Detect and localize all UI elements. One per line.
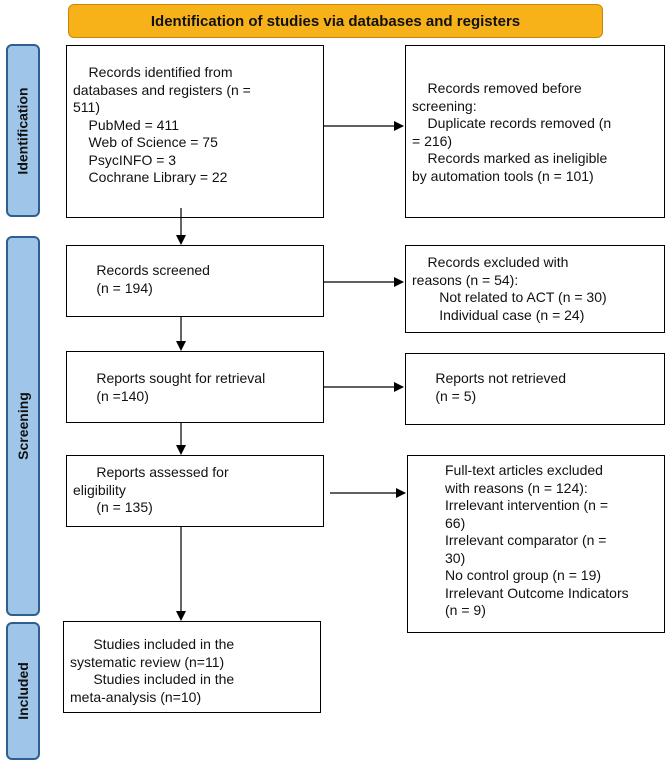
fulltext-excluded-line: No control group (n = 19) xyxy=(445,567,602,583)
reports-sought-line: (n =140) xyxy=(73,387,149,404)
reports-sought-line: Reports sought for retrieval xyxy=(73,370,266,386)
records-excluded-line: Individual case (n = 24) xyxy=(412,306,585,323)
reports-assessed-line: eligibility xyxy=(73,481,126,498)
fulltext-excluded-box: Full-text articles excluded with reasons… xyxy=(407,455,665,633)
reports-assessed-box: Reports assessed for eligibility (n = 13… xyxy=(66,455,324,527)
records-excluded-line: reasons (n = 54): xyxy=(412,271,519,288)
records-identified-line: Cochrane Library = 22 xyxy=(73,169,228,185)
phase-identification-label: Identification xyxy=(6,44,40,217)
fulltext-excluded-line: Irrelevant intervention (n = xyxy=(445,497,609,513)
records-identified-line: PsycINFO = 3 xyxy=(73,151,177,168)
records-removed-line: screening: xyxy=(412,97,477,114)
fulltext-excluded-line: Irrelevant Outcome Indicators xyxy=(445,584,629,601)
fulltext-excluded-line: 66) xyxy=(445,514,466,531)
records-removed-line: = 216) xyxy=(412,132,453,149)
records-identified-line: PubMed = 411 xyxy=(73,116,179,133)
records-removed-line: Records marked as ineligible xyxy=(412,150,608,166)
records-excluded-line: Records excluded with xyxy=(412,254,569,270)
reports-not-retrieved-line: (n = 5) xyxy=(412,387,477,404)
records-removed-box: Records removed before screening: Duplic… xyxy=(405,45,665,218)
records-removed-line: by automation tools (n = 101) xyxy=(412,167,594,184)
records-screened-line: Records screened xyxy=(73,262,210,278)
reports-sought-box: Reports sought for retrieval (n =140) xyxy=(66,351,324,423)
records-screened-line: (n = 194) xyxy=(73,279,153,296)
reports-assessed-line: (n = 135) xyxy=(73,499,153,515)
records-excluded-box: Records excluded with reasons (n = 54): … xyxy=(405,245,665,333)
studies-included-line: systematic review (n=11) xyxy=(70,653,225,670)
records-identified-line: 511) xyxy=(73,99,100,115)
studies-included-line: Studies included in the xyxy=(70,636,235,652)
fulltext-excluded-line: 30) xyxy=(445,549,466,566)
fulltext-excluded-line: Irrelevant comparator (n = xyxy=(445,532,607,548)
records-identified-box: Records identified from databases and re… xyxy=(66,45,324,218)
reports-assessed-line: Reports assessed for xyxy=(73,464,229,480)
fulltext-excluded-line: (n = 9) xyxy=(445,602,486,618)
flow-header: Identification of studies via databases … xyxy=(68,4,603,38)
fulltext-excluded-line: with reasons (n = 124): xyxy=(445,479,588,496)
records-removed-line: Duplicate records removed (n xyxy=(412,115,612,131)
studies-included-line: Studies included in the xyxy=(70,671,235,687)
studies-included-box: Studies included in the systematic revie… xyxy=(63,621,321,713)
records-removed-line: Records removed before xyxy=(412,80,582,96)
phase-screening-label: Screening xyxy=(6,236,40,616)
reports-not-retrieved-box: Reports not retrieved (n = 5) xyxy=(405,353,665,425)
records-identified-line: Records identified from xyxy=(73,64,233,80)
fulltext-excluded-line: Full-text articles excluded xyxy=(445,462,603,478)
records-identified-line: databases and registers (n = xyxy=(73,81,251,98)
records-screened-box: Records screened (n = 194) xyxy=(66,245,324,317)
studies-included-line: meta-analysis (n=10) xyxy=(70,688,202,705)
records-excluded-line: Not related to ACT (n = 30) xyxy=(412,289,607,305)
records-identified-line: Web of Science = 75 xyxy=(73,134,218,150)
phase-included-label: Included xyxy=(6,622,40,760)
reports-not-retrieved-line: Reports not retrieved xyxy=(412,370,567,386)
